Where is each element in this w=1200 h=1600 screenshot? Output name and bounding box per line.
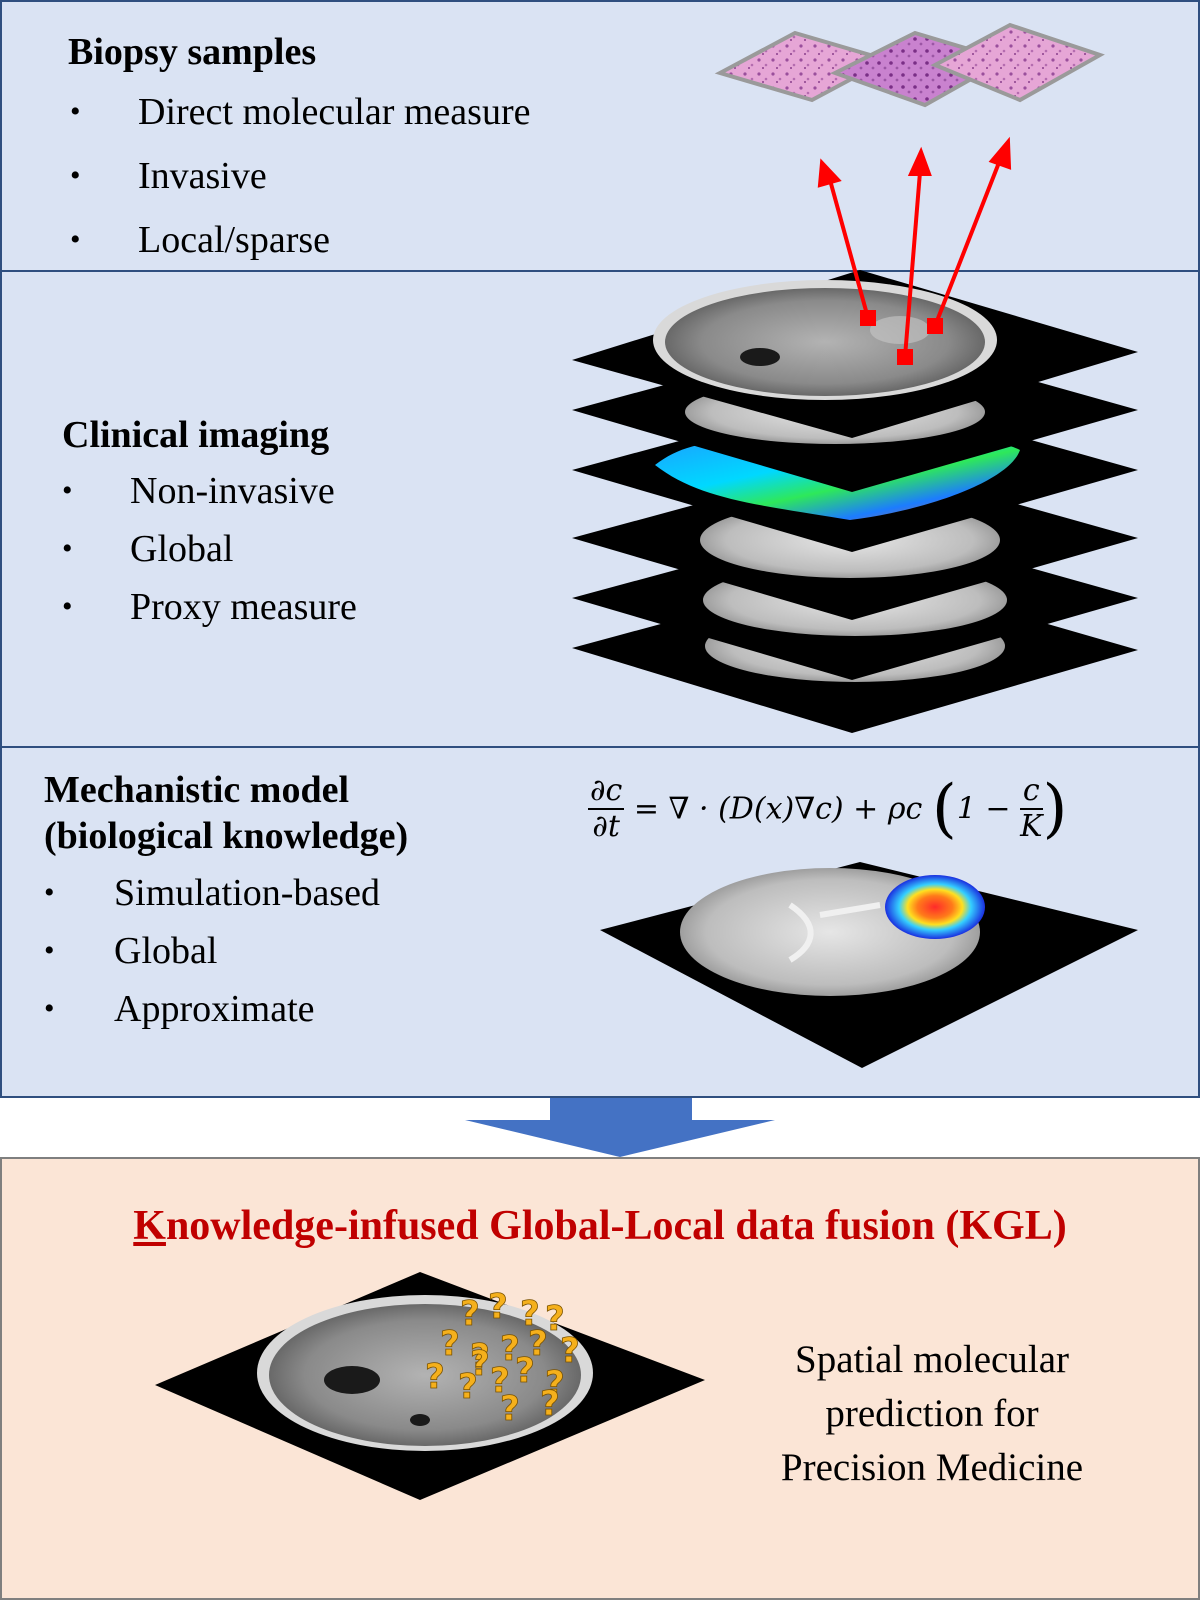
kgl-title: Knowledge-infused Global-Local data fusi… (133, 1203, 1067, 1249)
imaging-bullet: •Non-invasive (62, 470, 335, 512)
biopsy-bullet-list: •Direct molecular measure •Invasive •Loc… (70, 80, 530, 272)
model-bullet: •Global (44, 930, 218, 972)
biopsy-bullet: •Invasive (70, 155, 267, 197)
imaging-bullet-list: •Non-invasive •Global •Proxy measure (62, 462, 357, 636)
imaging-bullet: •Global (62, 528, 234, 570)
model-subheading: (biological knowledge) (44, 815, 409, 857)
equation-capacity-fraction: c K (1020, 773, 1043, 844)
model-bullet-list: •Simulation-based •Global •Approximate (44, 864, 380, 1038)
equation-lhs-fraction: ∂c ∂t (588, 773, 625, 844)
imaging-bullet: •Proxy measure (62, 586, 357, 628)
outcome-line: Precision Medicine (780, 1446, 1084, 1489)
equation-rhs: = ∇ · (D(x)∇c) + ρc (633, 791, 923, 827)
model-bullet: •Approximate (44, 988, 315, 1030)
clinical-imaging-heading: Clinical imaging (62, 414, 330, 456)
outcome-line: prediction for (825, 1392, 1039, 1435)
outcome-text: Spatial molecular prediction for Precisi… (712, 1333, 1152, 1495)
model-heading: Mechanistic model (44, 769, 350, 811)
outcome-line: Spatial molecular (795, 1338, 1069, 1381)
biopsy-bullet: •Direct molecular measure (70, 91, 531, 133)
biopsy-bullet: •Local/sparse (70, 219, 331, 261)
flow-down-arrow (465, 1098, 775, 1157)
model-bullet: •Simulation-based (44, 872, 380, 914)
biopsy-heading: Biopsy samples (68, 31, 317, 73)
reaction-diffusion-equation: ∂c ∂t = ∇ · (D(x)∇c) + ρc (1 − c K ) (588, 772, 1068, 846)
